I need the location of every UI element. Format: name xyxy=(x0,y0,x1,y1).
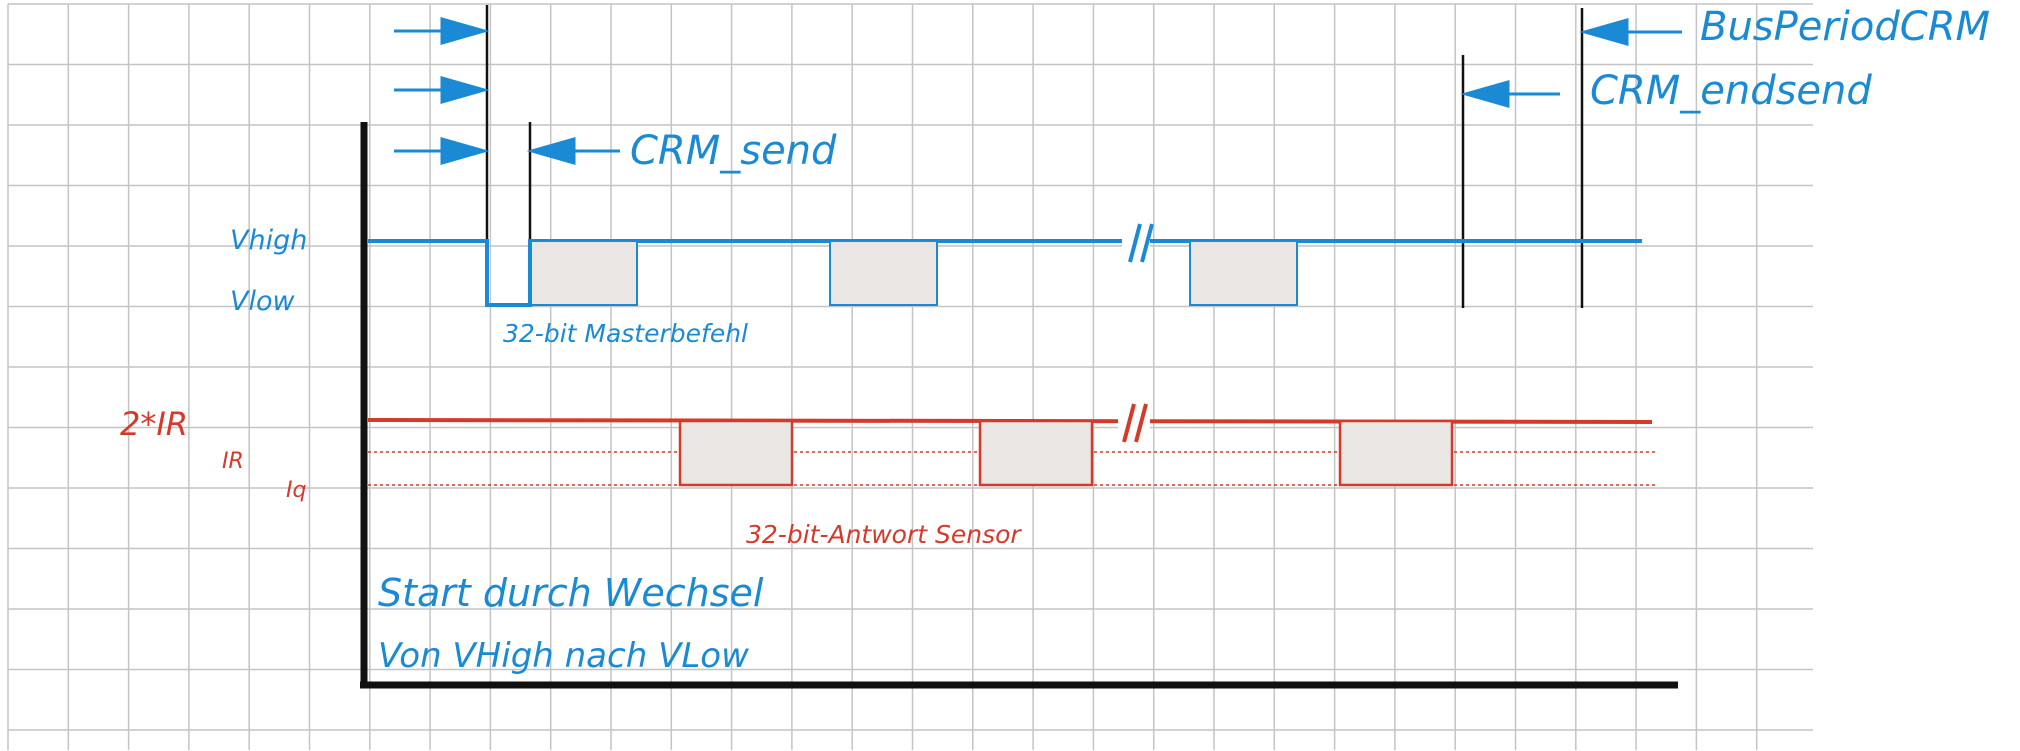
label-sensor-response: 32-bit-Antwort Sensor xyxy=(746,520,1022,549)
current-trace xyxy=(367,403,1655,487)
label-crm-send: CRM_send xyxy=(630,128,837,174)
label-start-line-1: Start durch Wechsel xyxy=(378,571,764,615)
arrow-bus-period-start xyxy=(394,17,490,45)
arrow-endsend-start xyxy=(394,76,490,104)
arrow-send-start xyxy=(394,137,490,165)
label-start-line-2: Von VHigh nach VLow xyxy=(378,636,749,676)
current-break-mark xyxy=(1122,403,1148,443)
voltage-trace xyxy=(368,223,1642,307)
current-pulse-3 xyxy=(1338,419,1454,487)
current-pulse-1 xyxy=(678,419,794,487)
label-bus-period: BusPeriodCRM xyxy=(1700,4,1990,50)
arrows xyxy=(394,17,1682,165)
voltage-signal-line xyxy=(368,239,1642,307)
label-v-low: Vlow xyxy=(230,286,295,317)
current-pulse-2 xyxy=(978,419,1094,487)
arrow-endsend-end xyxy=(1460,80,1560,108)
arrow-bus-period-end xyxy=(1579,18,1682,46)
voltage-pulse-3 xyxy=(1189,240,1298,306)
voltage-pulse-1 xyxy=(530,240,638,306)
label-i-2r: 2*IR xyxy=(120,405,188,443)
arrow-send-end xyxy=(526,137,620,165)
axes xyxy=(360,122,1678,689)
label-i-r: IR xyxy=(222,449,244,474)
grid xyxy=(7,3,1813,750)
voltage-break-mark xyxy=(1128,223,1154,263)
marker-lines xyxy=(485,5,1584,308)
label-v-high: Vhigh xyxy=(230,225,307,256)
voltage-pulse-2 xyxy=(829,240,938,306)
label-i-q: Iq xyxy=(286,478,306,503)
label-crm-endsend: CRM_endsend xyxy=(1590,68,1872,114)
label-master-command: 32-bit Masterbefehl xyxy=(503,319,748,348)
